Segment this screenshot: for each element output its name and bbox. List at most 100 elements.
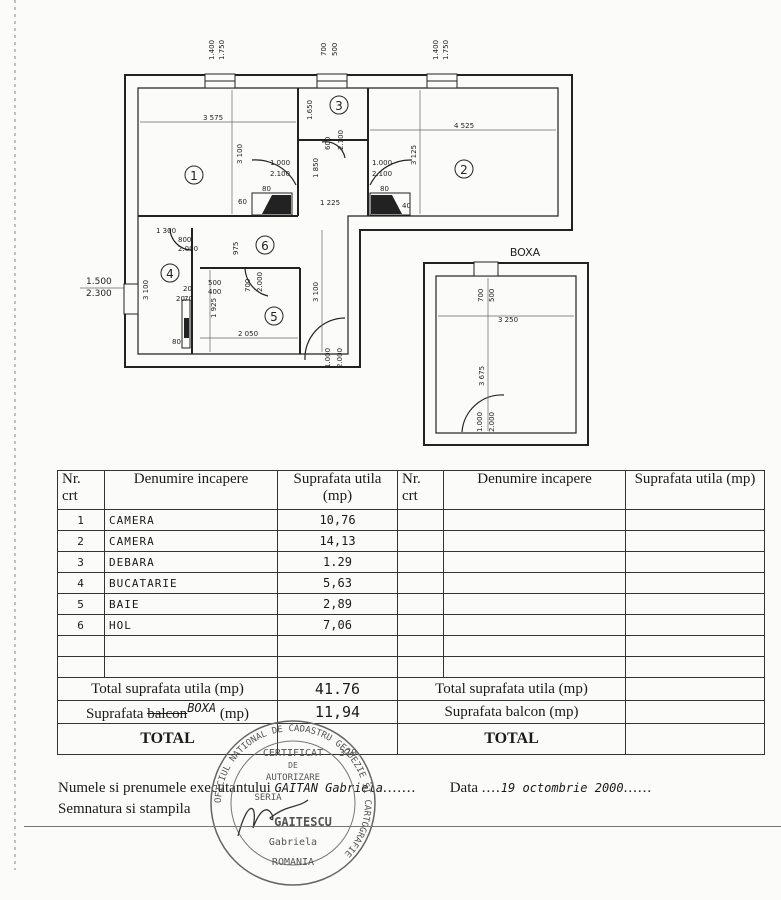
date-label: Data xyxy=(449,780,479,796)
row-name: BUCATARIE xyxy=(104,572,278,594)
dim-window1-b: 1.750 xyxy=(218,40,226,60)
stamp-seria: SERIA xyxy=(254,793,282,803)
dim-door3: 600 xyxy=(324,137,332,150)
dim-bath-window-b: 400 xyxy=(208,288,221,296)
stamp-number: 370 xyxy=(339,748,357,759)
dim-bath-80: 80 xyxy=(172,338,181,346)
room-number-2: 2 xyxy=(460,163,468,177)
dim-hall-width: 1 225 xyxy=(320,199,340,207)
stamp-line3: AUTORIZARE xyxy=(266,773,320,783)
row-nr: 3 xyxy=(57,551,105,573)
dim-entry-door-a: 1.000 xyxy=(324,348,332,368)
room-number-3: 3 xyxy=(335,99,343,113)
header-name-left: Denumire incapere xyxy=(104,470,278,510)
room-number-1: 1 xyxy=(190,169,198,183)
executant-label: Numele si prenumele executantului xyxy=(58,780,271,796)
dim-door3-b: 2.100 xyxy=(337,130,345,150)
floor-plan: 1 2 3 4 5 6 BOXA 1.400 1.750 700 500 1.4… xyxy=(80,40,589,446)
dim-bath-width: 2 050 xyxy=(238,330,258,338)
total-util-label: Total suprafata utila (mp) xyxy=(57,677,278,701)
dim-boxa-window-a: 700 xyxy=(477,289,485,302)
row-name: DEBARA xyxy=(104,551,278,573)
dim-door1-b: 2.100 xyxy=(270,170,290,178)
dim-window3-a: 700 xyxy=(320,43,328,56)
executant-name: GAITAN Gabriela xyxy=(274,781,383,795)
table-header-row: Nr. crt Denumire incapere Suprafata util… xyxy=(57,470,765,510)
total-util-value: 41.76 xyxy=(277,677,398,701)
door-arc-room3 xyxy=(321,141,346,159)
row-nr: 1 xyxy=(57,509,105,531)
row-name: CAMERA xyxy=(104,509,278,531)
dim-bath-door-a: 700 xyxy=(244,279,252,292)
dim-window1-a: 1.400 xyxy=(208,40,216,60)
dim-hall-long: 3 100 xyxy=(312,282,320,302)
page-edge-marks xyxy=(14,0,16,870)
dim-window2-a: 1.400 xyxy=(432,40,440,60)
dim-boxa-window-b: 500 xyxy=(488,289,496,302)
dim-kitchen-door-a: 800 xyxy=(178,236,191,244)
stamp-first: Gabriela xyxy=(269,837,317,848)
balcon-row: Suprafata balconBOXA (mp) 11,94 Suprafat… xyxy=(57,700,765,724)
official-stamp: OFICIUL NATIONAL DE CADASTRU GEODEZIE SI… xyxy=(210,720,376,886)
door-arc-kitchen xyxy=(169,227,193,251)
dim-window3-b: 500 xyxy=(331,43,339,56)
window-kitchen xyxy=(123,283,139,315)
balcon-value: 11,94 xyxy=(277,700,398,724)
row-name: BAIE xyxy=(104,593,278,615)
row-nr: 2 xyxy=(57,530,105,552)
dim-room2-width: 4 525 xyxy=(454,122,474,130)
dim-boxa-door-b: 2.000 xyxy=(488,412,496,432)
row-name: CAMERA xyxy=(104,530,278,552)
room-number-5: 5 xyxy=(270,310,278,324)
row-area: 1.29 xyxy=(277,551,398,573)
door-arc-room2 xyxy=(369,159,413,186)
dim-room2-height: 3 125 xyxy=(410,145,418,165)
dim-bath-height: 1 925 xyxy=(210,298,218,318)
stamp-line1: CERTIFICAT xyxy=(263,748,323,759)
boxa-inner xyxy=(435,275,577,434)
stamp-name: GAITESCU xyxy=(274,815,332,829)
table-row-empty xyxy=(57,656,765,678)
door-arc-boxa xyxy=(461,394,505,433)
header-name-right: Denumire incapere xyxy=(443,470,626,510)
executant-line: Numele si prenumele executantului GAITAN… xyxy=(58,780,653,796)
signature-label: Semnatura si stampila xyxy=(58,801,191,817)
total-util-label-right: Total suprafata utila (mp) xyxy=(397,677,626,701)
row-area: 7,06 xyxy=(277,614,398,636)
wall-outline xyxy=(124,74,573,368)
dim-hall-height: 1 850 xyxy=(312,158,320,178)
header-nr-right: Nr. crt xyxy=(397,470,444,510)
dim-boxa-door-a: 1.000 xyxy=(476,412,484,432)
total-util-row: Total suprafata utila (mp) 41.76 Total s… xyxy=(57,677,765,701)
dim-hall6: 975 xyxy=(232,242,240,255)
signature-scribble xyxy=(237,799,309,837)
bottom-rule xyxy=(24,826,781,827)
dim-bath-door-b: 2.000 xyxy=(256,272,264,292)
dim-kitchen-door-b: 2.000 xyxy=(178,245,198,253)
total-label-right: TOTAL xyxy=(397,723,626,755)
door-arc-entry xyxy=(304,317,346,361)
row-nr: 4 xyxy=(57,572,105,594)
table-row: 3 DEBARA 1.29 xyxy=(57,551,765,573)
stamp-country: ROMANIA xyxy=(272,857,314,868)
dim-bath-small-c: 70 xyxy=(184,295,193,303)
door-arc-room1 xyxy=(251,159,297,186)
table-row: 4 BUCATARIE 5,63 xyxy=(57,572,765,594)
row-nr: 5 xyxy=(57,593,105,615)
dim-left-window-b: 2.300 xyxy=(86,289,112,299)
total-row: TOTAL TOTAL xyxy=(57,723,765,755)
dim-stove2: 80 xyxy=(380,185,389,193)
wall-inner-line xyxy=(137,87,559,355)
row-name: HOL xyxy=(104,614,278,636)
row-area: 14,13 xyxy=(277,530,398,552)
dim-kitchen-width: 1 300 xyxy=(156,227,176,235)
dim-room3-height: 1.650 xyxy=(306,100,314,120)
dim-window2-b: 1.750 xyxy=(442,40,450,60)
total-label: TOTAL xyxy=(57,723,278,755)
rooms-area-table: Nr. crt Denumire incapere Suprafata util… xyxy=(57,470,765,755)
dim-stove1-side: 60 xyxy=(238,198,247,206)
balcon-label-right: Suprafata balcon (mp) xyxy=(397,700,626,724)
room-number-4: 4 xyxy=(166,267,174,281)
dim-door1-a: 1.000 xyxy=(270,159,290,167)
table-row: 2 CAMERA 14,13 xyxy=(57,530,765,552)
